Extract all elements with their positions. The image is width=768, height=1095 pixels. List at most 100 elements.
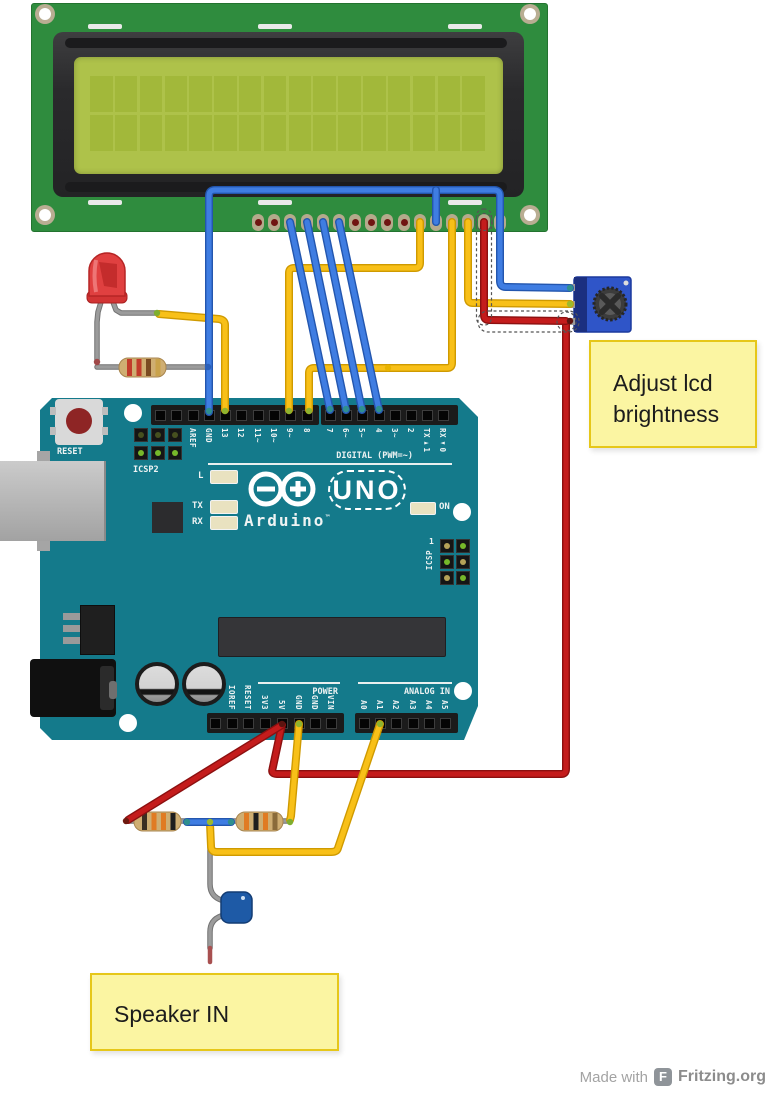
led-highlight[interactable]: [92, 259, 98, 293]
speaker-lead-outline[interactable]: [207, 913, 224, 951]
lcd-pad-7[interactable]: [349, 214, 361, 231]
resistor-bottom-right-band[interactable]: [253, 813, 259, 830]
lcd-pad-16[interactable]: [494, 214, 506, 231]
trimpot-side[interactable]: [574, 277, 587, 332]
resistor-bottom-left-band[interactable]: [151, 813, 157, 830]
pwr-hole-1[interactable]: [226, 718, 238, 729]
reset-button[interactable]: [50, 399, 108, 445]
capacitor-ceramic[interactable]: [220, 891, 253, 924]
trimpot-dot[interactable]: [623, 280, 629, 286]
trimpot-screw-teeth[interactable]: [592, 286, 628, 322]
digL-hole-1[interactable]: [170, 410, 182, 421]
resistor-bottom-left-band[interactable]: [170, 813, 176, 830]
icsp-pin[interactable]: [456, 539, 470, 553]
wire-led-to-pin13-outline[interactable]: [155, 310, 229, 414]
wire-lcd13-to-pin8-outline[interactable]: [305, 218, 456, 414]
ana-hole-1[interactable]: [374, 718, 386, 729]
digL-hole-5[interactable]: [235, 410, 247, 421]
wire-lcd11-to-pin9-outline[interactable]: [285, 218, 424, 414]
icsp2-pin[interactable]: [168, 428, 182, 442]
icsp2-pin[interactable]: [134, 428, 148, 442]
wire-junction-dot[interactable]: [93, 358, 101, 366]
resistor-led[interactable]: [118, 357, 167, 378]
digL-hole-9[interactable]: [301, 410, 313, 421]
pwr-hole-5[interactable]: [293, 718, 305, 729]
pwr-hole-6[interactable]: [309, 718, 321, 729]
led-anode-leg[interactable]: [111, 300, 158, 315]
resistor-led-band[interactable]: [155, 359, 161, 376]
ana-hole-5[interactable]: [439, 718, 451, 729]
wire-lcd14-to-trimpot[interactable]: [465, 219, 573, 307]
digR-hole-2[interactable]: [356, 410, 368, 421]
trimpot-pin[interactable]: [566, 284, 575, 291]
icsp2-pin[interactable]: [168, 446, 182, 460]
resistor-led-band[interactable]: [146, 359, 151, 376]
digL-hole-8[interactable]: [284, 410, 296, 421]
icsp2-pin[interactable]: [151, 446, 165, 460]
resistor-led-band[interactable]: [136, 359, 142, 376]
atmega-chip[interactable]: [218, 617, 446, 657]
digL-hole-2[interactable]: [187, 410, 199, 421]
ana-hole-3[interactable]: [407, 718, 419, 729]
wire-junction-dot[interactable]: [566, 317, 574, 325]
wire-lcd15-to-trimpot-selected-outline[interactable]: [480, 218, 570, 325]
wire-junction-dot[interactable]: [227, 818, 235, 826]
led-flange[interactable]: [86, 290, 128, 304]
capacitor-electrolytic[interactable]: [135, 662, 179, 706]
wire-a1-to-junction[interactable]: [207, 721, 383, 855]
lcd-pad-6[interactable]: [333, 214, 345, 231]
pwr-hole-0[interactable]: [209, 718, 221, 729]
wire-lcd5-to-pin5-outline[interactable]: [319, 218, 366, 414]
digR-hole-7[interactable]: [437, 410, 449, 421]
lcd-pad-12[interactable]: [430, 214, 442, 231]
digR-hole-6[interactable]: [421, 410, 433, 421]
note-adjust-brightness[interactable]: Adjust lcd brightness: [589, 340, 757, 448]
icsp-pin[interactable]: [456, 555, 470, 569]
trimpot-screw-cross[interactable]: [599, 293, 621, 315]
wire-lcd3-to-pin7[interactable]: [287, 219, 333, 413]
icsp-pin[interactable]: [456, 571, 470, 585]
led-cathode-leg-outline[interactable]: [94, 299, 104, 363]
capacitor-dot[interactable]: [241, 896, 245, 900]
wire-junction-dot[interactable]: [206, 818, 214, 826]
wire-lcd11-to-pin9[interactable]: [286, 219, 423, 413]
resistor-bottom-left-band[interactable]: [161, 813, 166, 830]
resistor-led-band[interactable]: [127, 359, 132, 376]
lcd-pad-5[interactable]: [317, 214, 329, 231]
digR-hole-0[interactable]: [324, 410, 336, 421]
selection-outline[interactable]: [477, 310, 580, 333]
digR-hole-1[interactable]: [340, 410, 352, 421]
trimpot-screw[interactable]: [599, 293, 621, 315]
wire-a1-to-junction-outline[interactable]: [206, 720, 384, 856]
resistor-bottom-right-band[interactable]: [244, 813, 249, 830]
lcd-pad-10[interactable]: [398, 214, 410, 231]
lcd-pad-1[interactable]: [252, 214, 264, 231]
trimpot-pin[interactable]: [566, 301, 575, 308]
icsp-pin[interactable]: [440, 539, 454, 553]
icsp2-pin[interactable]: [151, 428, 165, 442]
speaker-lead[interactable]: [208, 914, 223, 950]
wire-lcd15-to-trimpot-selected[interactable]: [481, 219, 569, 324]
voltage-regulator[interactable]: [80, 605, 115, 655]
icsp-pin[interactable]: [440, 571, 454, 585]
lcd-pad-11[interactable]: [414, 214, 426, 231]
wire-lcd4-to-pin6[interactable]: [304, 219, 349, 413]
lcd-pad-8[interactable]: [365, 214, 377, 231]
capacitor-electrolytic[interactable]: [182, 662, 226, 706]
digL-hole-7[interactable]: [268, 410, 280, 421]
lcd-pad-9[interactable]: [381, 214, 393, 231]
digL-hole-6[interactable]: [252, 410, 264, 421]
resistor-bottom-right[interactable]: [235, 811, 284, 832]
digL-hole-3[interactable]: [203, 410, 215, 421]
lcd-pad-13[interactable]: [446, 214, 458, 231]
wire-lcd6-to-pin4[interactable]: [336, 219, 382, 413]
led-die[interactable]: [99, 262, 117, 288]
digL-hole-0[interactable]: [154, 410, 166, 421]
led-anode-leg-outline[interactable]: [110, 299, 159, 316]
pwr-hole-4[interactable]: [276, 718, 288, 729]
lcd-pad-14[interactable]: [462, 214, 474, 231]
digL-hole-4[interactable]: [219, 410, 231, 421]
speaker-lead[interactable]: [208, 822, 223, 902]
icsp-pin[interactable]: [440, 555, 454, 569]
wire-junction-dot[interactable]: [204, 363, 212, 371]
